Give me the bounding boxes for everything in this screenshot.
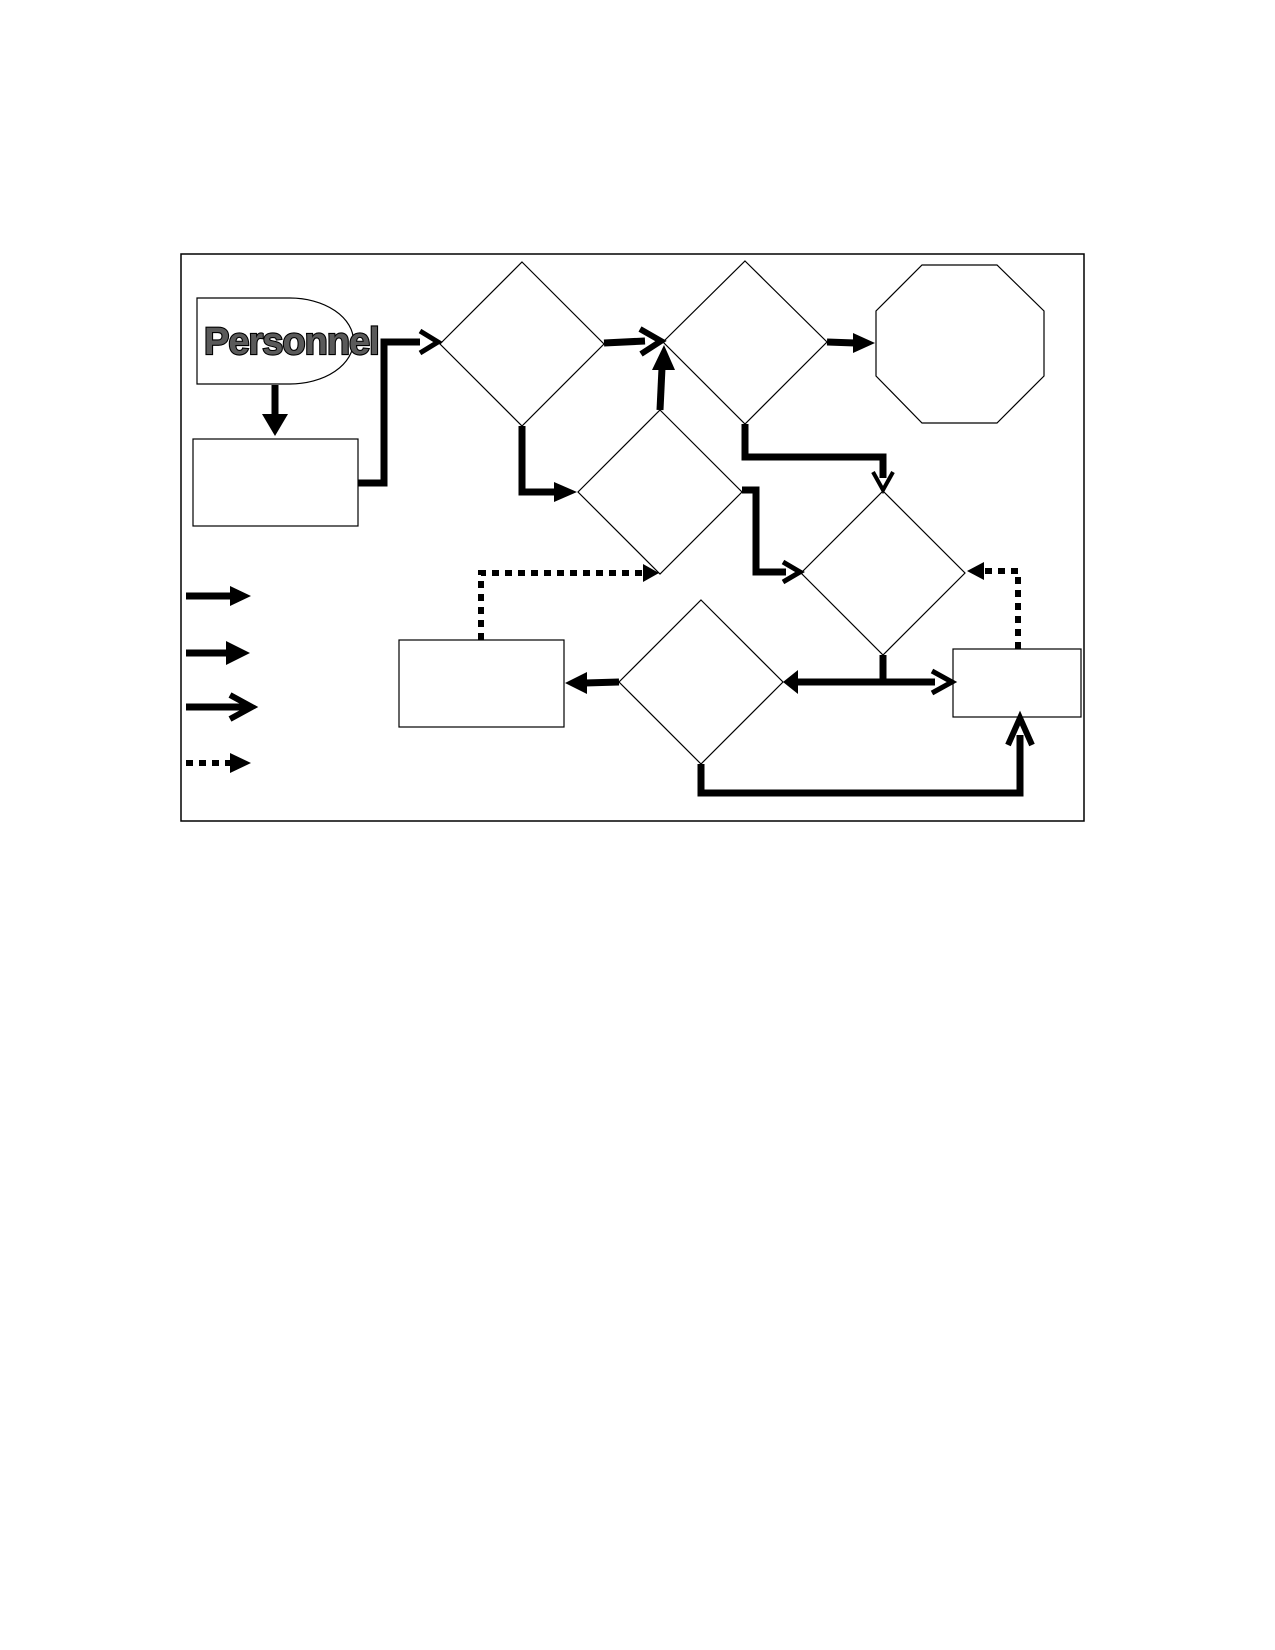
legend-arrow-1-head xyxy=(230,586,251,606)
process-box-3 xyxy=(952,648,1082,718)
dotted-arrowhead-box2-to-diamond3 xyxy=(643,564,659,582)
dotted-connector-box2-to-diamond3 xyxy=(478,570,645,640)
connector-diamond2-to-octagon xyxy=(826,338,856,347)
decision-diamond-4 xyxy=(800,490,966,656)
connector-diamond1-to-diamond2 xyxy=(603,337,646,347)
arrowhead-box1-to-diamond1 xyxy=(418,328,443,356)
arrowhead-diamond1-to-diamond3 xyxy=(554,482,577,502)
arrowhead-diamond3-to-diamond4 xyxy=(781,559,805,585)
legend xyxy=(186,586,259,773)
legend-arrow-3-head xyxy=(228,692,259,722)
stop-octagon xyxy=(875,264,1045,424)
arrowhead-personnel-to-box1 xyxy=(262,414,288,436)
decision-diamond-2 xyxy=(662,260,828,425)
connector-diamond5-to-box2 xyxy=(584,678,620,687)
dotted-arrowhead-box3-to-diamond4 xyxy=(967,562,984,580)
process-box-1 xyxy=(192,438,359,527)
dotted-connector-box3-to-diamond4 xyxy=(983,568,1021,649)
connector-diamond3-to-diamond4 xyxy=(742,486,786,576)
arrowhead-to-diamond5 xyxy=(783,670,798,694)
connector-diamond1-to-diamond3 xyxy=(518,426,556,496)
arrowhead-diamond2-to-octagon xyxy=(853,333,875,353)
arrowhead-diamond5-to-box2 xyxy=(565,672,587,694)
diagram-frame xyxy=(180,253,1085,822)
connector-diamond3-to-diamond2 xyxy=(656,367,666,411)
arrowhead-diamond1-to-diamond2 xyxy=(638,326,667,357)
connector-box1-to-diamond1 xyxy=(358,338,420,487)
decision-diamond-3 xyxy=(577,409,743,575)
arrowhead-to-box3 xyxy=(930,668,958,696)
legend-arrow-2-head xyxy=(226,641,250,665)
arrowhead-diamond5-to-box3 xyxy=(1005,710,1035,747)
connector-group xyxy=(262,326,1035,797)
decision-diamond-5 xyxy=(618,599,784,765)
arrowhead-diamond2-to-diamond4 xyxy=(871,471,895,495)
process-box-2 xyxy=(398,639,565,728)
arrowhead-diamond3-to-diamond2 xyxy=(652,345,675,370)
legend-arrow-4-head xyxy=(230,753,251,773)
personnel-start-shape xyxy=(196,297,354,385)
connector-diamond5-to-box3 xyxy=(697,735,1024,797)
decision-diamond-1 xyxy=(439,261,605,427)
personnel-label: Personnel xyxy=(204,321,379,363)
connector-diamond2-to-diamond4 xyxy=(741,424,887,478)
